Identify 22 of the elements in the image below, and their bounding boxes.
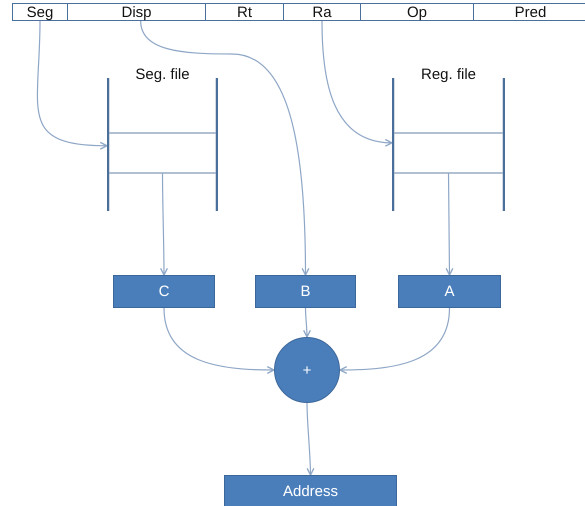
file-label: Reg. file	[420, 66, 478, 83]
arrow	[163, 308, 275, 374]
operand-box: B	[255, 275, 356, 308]
field-cell: Ra	[283, 3, 361, 21]
address-box: Address	[224, 475, 397, 506]
arrow	[321, 21, 393, 146]
file-label: Seg. file	[134, 66, 191, 83]
field-cell: Pred	[473, 3, 585, 21]
arrow	[339, 308, 450, 374]
arrow	[302, 308, 311, 338]
field-cell: Disp	[67, 3, 206, 21]
arrow	[306, 403, 314, 476]
field-cell: Seg	[12, 3, 68, 21]
arrow	[140, 20, 310, 276]
field-cell: Rt	[205, 3, 284, 21]
arrow	[160, 173, 168, 276]
arrow	[445, 173, 454, 276]
adder-circle: +	[274, 337, 340, 403]
operand-box: A	[398, 275, 501, 308]
field-cell: Op	[360, 3, 474, 21]
arrow	[36, 20, 108, 150]
operand-box: C	[113, 275, 215, 308]
